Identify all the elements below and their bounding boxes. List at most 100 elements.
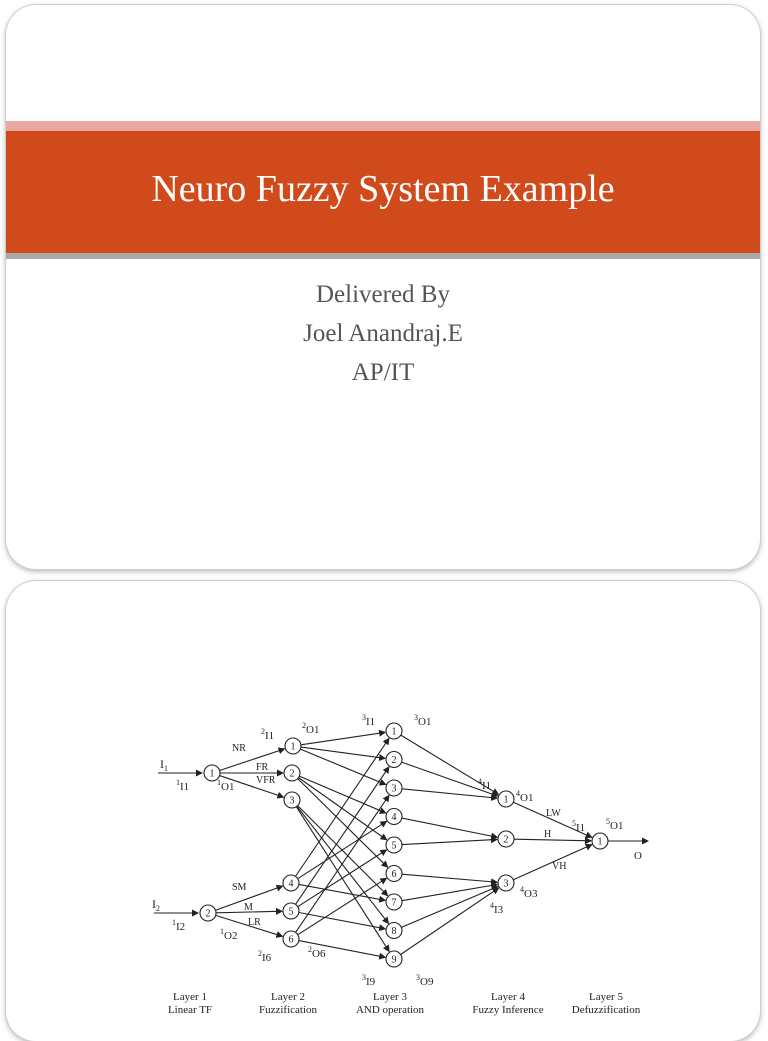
edge-l1-1-to-l2-1 bbox=[219, 747, 286, 771]
layer4-node-2-label: 2 bbox=[504, 835, 509, 846]
layer3-node-3-label: 3 bbox=[392, 784, 397, 795]
edge-l2-3-to-l3-9 bbox=[295, 806, 390, 953]
membership-label-fr: FR bbox=[256, 762, 269, 773]
edge-l3-5-to-l4-2 bbox=[401, 836, 499, 846]
edge-l4-1-to-l5 bbox=[513, 801, 593, 839]
layer-4-caption-subtitle: Fuzzy Inference bbox=[472, 1004, 543, 1016]
layer1-node-2 bbox=[199, 904, 217, 922]
layer1-input-2-label: 1I2 bbox=[172, 918, 185, 933]
layer-3-caption-title: Layer 3 bbox=[373, 991, 407, 1003]
layer2-node-6-label: 6 bbox=[289, 935, 294, 946]
layer1-input-1-label: 1I1 bbox=[176, 778, 189, 793]
layer2-node-4-label: 4 bbox=[289, 879, 294, 890]
input-1-label: I1 bbox=[160, 757, 168, 773]
layer2-node-2 bbox=[283, 764, 301, 782]
layer5-input-1-label: 5I1 bbox=[572, 819, 585, 834]
edge-l3-6-to-l4-3 bbox=[401, 873, 499, 886]
output-label: O bbox=[634, 850, 642, 862]
edge-l1-1-to-l2-3 bbox=[219, 775, 285, 799]
layer3-node-8 bbox=[385, 921, 403, 940]
edge-l2-4-to-l3-7 bbox=[298, 883, 387, 903]
edge-l3-7-to-l4-3 bbox=[401, 882, 499, 902]
edge-l2-5-to-l3-5 bbox=[297, 849, 388, 908]
layer-2-caption-subtitle: Fuzzification bbox=[259, 1004, 318, 1016]
edge-l3-9-to-l4-3 bbox=[400, 887, 500, 955]
layer3-node-9 bbox=[385, 950, 403, 968]
layer2-node-3-label: 3 bbox=[290, 796, 295, 807]
layer3-node-7-label: 7 bbox=[392, 898, 397, 909]
layer2-node-4 bbox=[282, 874, 300, 892]
layer4-output-3-label: 4O3 bbox=[520, 885, 538, 900]
membership-label-sm: SM bbox=[232, 882, 247, 893]
layer5-node-1-label: 1 bbox=[598, 837, 603, 848]
input-2-label: I2 bbox=[152, 897, 160, 913]
membership-label-m: M bbox=[244, 902, 253, 913]
layer2-node-6 bbox=[282, 930, 300, 948]
layer-4-caption-title: Layer 4 bbox=[491, 991, 525, 1003]
layer2-input-6-label: 2I6 bbox=[258, 949, 272, 964]
layer3-node-9-label: 9 bbox=[392, 955, 397, 966]
layer3-output-1-label: 3O1 bbox=[414, 713, 431, 728]
title-slide: Neuro Fuzzy System Example Delivered By … bbox=[6, 5, 760, 569]
layer3-node-5-label: 5 bbox=[392, 841, 397, 852]
layer-1-caption-subtitle: Linear TF bbox=[168, 1004, 212, 1016]
edge-l4-3-to-l5 bbox=[513, 843, 593, 881]
membership-label-nr: NR bbox=[232, 743, 246, 754]
edge-l2-2-to-l3-5 bbox=[298, 777, 388, 841]
layer2-input-1-label: 2I1 bbox=[261, 727, 274, 742]
layer2-node-5-label: 5 bbox=[289, 907, 294, 918]
title-band-bottom-stripe bbox=[6, 253, 760, 259]
layer4-input-3-label: 4I3 bbox=[490, 901, 504, 916]
layer3-node-5 bbox=[385, 836, 403, 854]
edge-l3-1-to-l4-1 bbox=[400, 734, 500, 795]
layer4-node-1-label: 1 bbox=[504, 795, 509, 806]
layer1-output-2-label: 1O2 bbox=[220, 927, 237, 942]
layer1-node-1-label: 1 bbox=[210, 769, 215, 780]
layer2-node-3 bbox=[283, 791, 301, 809]
layer3-node-3 bbox=[385, 779, 403, 797]
slide-title: Neuro Fuzzy System Example bbox=[151, 168, 615, 210]
edge-l2-3-to-l3-7 bbox=[297, 805, 389, 897]
layer3-node-4-label: 4 bbox=[392, 812, 397, 823]
edge-l1-2-to-l2-4 bbox=[215, 884, 284, 911]
edge-l2-6-to-l3-9 bbox=[298, 939, 387, 960]
edge-l2-3-to-l3-8 bbox=[296, 805, 390, 925]
layer3-node-6 bbox=[385, 864, 403, 883]
layer3-node-2-label: 2 bbox=[392, 755, 397, 766]
layer4-node-1 bbox=[497, 790, 515, 808]
layer4-node-3 bbox=[497, 874, 515, 892]
subtitle-line-delivered-by: Delivered By bbox=[316, 281, 450, 308]
title-band-top-stripe bbox=[6, 121, 760, 131]
layer3-node-8-label: 8 bbox=[392, 926, 397, 937]
layer2-output-6-label: 2O6 bbox=[308, 945, 326, 960]
slide-subtitle: Delivered By Joel Anandraj.E AP/IT bbox=[6, 275, 760, 392]
layer4-input-1-label: 4I1 bbox=[478, 777, 491, 792]
inference-label-vh: VH bbox=[552, 861, 566, 872]
layer3-node-2 bbox=[385, 750, 403, 769]
layer-1-caption-title: Layer 1 bbox=[173, 991, 207, 1003]
layer-2-caption-title: Layer 2 bbox=[271, 991, 305, 1003]
edge-l4-2-to-l5 bbox=[513, 837, 593, 845]
layer2-node-1 bbox=[284, 737, 302, 755]
edge-l2-1-to-l3-2 bbox=[300, 746, 387, 761]
subtitle-line-department: AP/IT bbox=[351, 359, 415, 386]
layer3-input-1-label: 3I1 bbox=[362, 713, 375, 728]
layer3-input-9-label: 3I9 bbox=[362, 973, 376, 988]
layer2-node-5 bbox=[282, 902, 300, 920]
inference-label-h: H bbox=[544, 829, 551, 840]
layer5-node-1 bbox=[591, 832, 609, 850]
layer4-output-1-label: 4O1 bbox=[516, 789, 533, 804]
layer3-node-7 bbox=[385, 893, 403, 911]
layer-3-caption-subtitle: AND operation bbox=[356, 1004, 425, 1016]
layer1-output-1-label: 1O1 bbox=[217, 778, 234, 793]
layer2-node-2-label: 2 bbox=[290, 769, 295, 780]
edge-l2-4-to-l3-4 bbox=[297, 820, 388, 880]
inference-label-lw: LW bbox=[546, 808, 561, 819]
layer3-node-1-label: 1 bbox=[392, 727, 397, 738]
edge-l2-2-to-l3-6 bbox=[297, 778, 389, 868]
edge-l3-4-to-l4-2 bbox=[401, 817, 499, 840]
layer2-node-1-label: 1 bbox=[291, 742, 296, 753]
layer4-node-3-label: 3 bbox=[504, 879, 509, 890]
